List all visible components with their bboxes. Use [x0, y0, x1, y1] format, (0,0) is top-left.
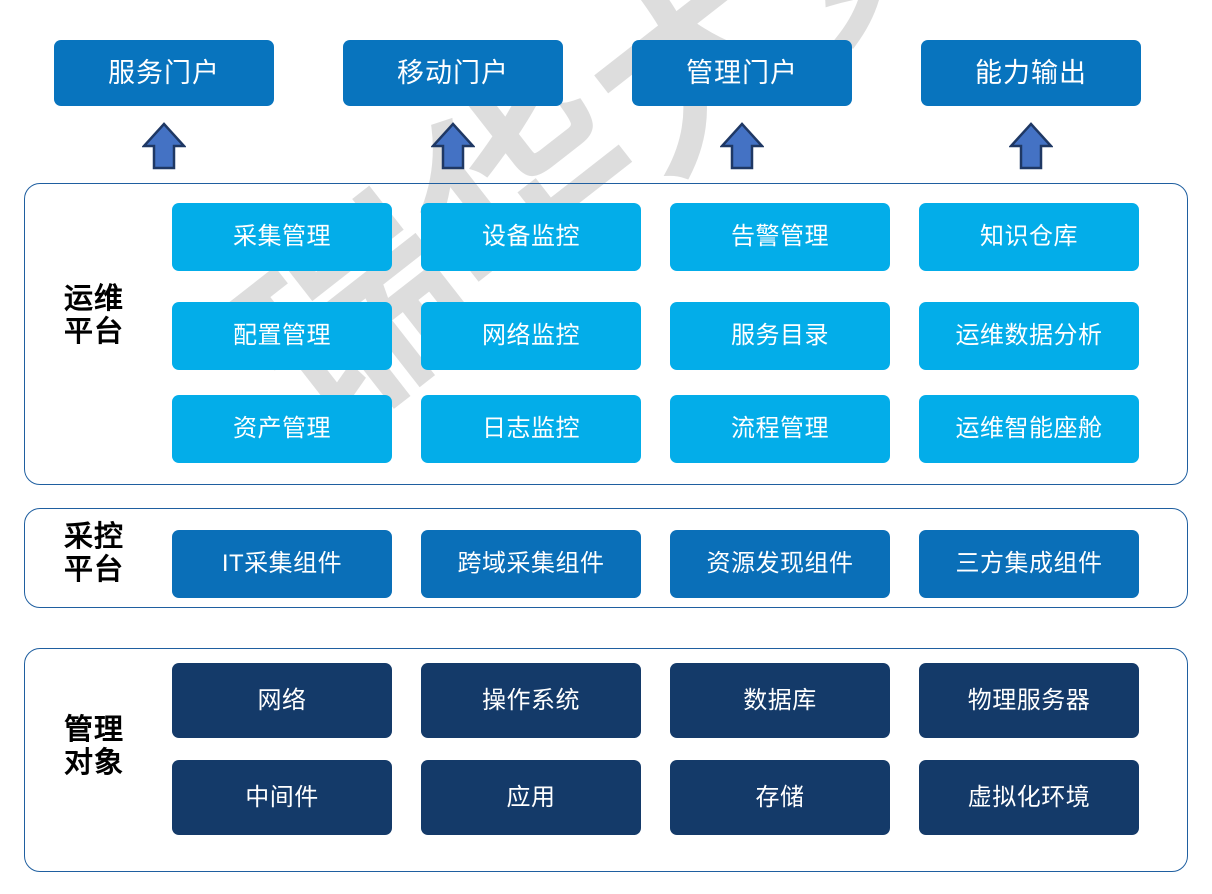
section-label-ops-platform: 运维 平台	[34, 283, 154, 350]
portal-box-management[interactable]: 管理门户	[632, 40, 852, 106]
portal-box-service[interactable]: 服务门户	[54, 40, 274, 106]
arrow-up-icon-1	[141, 122, 187, 170]
tile-ops-log-monitoring[interactable]: 日志监控	[421, 395, 641, 463]
arrow-up-icon-4	[1008, 122, 1054, 170]
tile-obj-operating-system[interactable]: 操作系统	[421, 663, 641, 738]
arrow-up-icon-3	[719, 122, 765, 170]
section-label-line: 管理	[63, 714, 124, 746]
arrow-row	[0, 122, 1212, 172]
tile-ops-alarm-management[interactable]: 告警管理	[670, 203, 890, 271]
tile-coll-resource-discovery[interactable]: 资源发现组件	[670, 530, 890, 598]
tile-obj-virtualized-environment[interactable]: 虚拟化环境	[919, 760, 1139, 835]
tile-obj-physical-server[interactable]: 物理服务器	[919, 663, 1139, 738]
tile-coll-it-collector[interactable]: IT采集组件	[172, 530, 392, 598]
portal-row: 服务门户 移动门户 管理门户 能力输出	[0, 40, 1212, 106]
section-label-line: 采控	[63, 521, 124, 553]
tile-ops-process-management[interactable]: 流程管理	[670, 395, 890, 463]
tile-obj-storage[interactable]: 存储	[670, 760, 890, 835]
section-label-managed-objects: 管理 对象	[34, 714, 154, 781]
section-label-line: 运维	[63, 283, 124, 315]
portal-box-capability[interactable]: 能力输出	[921, 40, 1141, 106]
portal-box-mobile[interactable]: 移动门户	[343, 40, 563, 106]
tile-ops-intelligent-cockpit[interactable]: 运维智能座舱	[919, 395, 1139, 463]
tile-ops-service-catalog[interactable]: 服务目录	[670, 302, 890, 370]
tile-obj-network[interactable]: 网络	[172, 663, 392, 738]
section-container-managed-objects	[24, 648, 1188, 872]
section-label-collection-platform: 采控 平台	[34, 521, 154, 588]
tile-ops-device-monitoring[interactable]: 设备监控	[421, 203, 641, 271]
tile-obj-middleware[interactable]: 中间件	[172, 760, 392, 835]
tile-coll-cross-domain-collector[interactable]: 跨域采集组件	[421, 530, 641, 598]
section-label-line: 平台	[63, 554, 124, 587]
section-container-collection-platform	[24, 508, 1188, 608]
tile-ops-network-monitoring[interactable]: 网络监控	[421, 302, 641, 370]
tile-ops-data-analysis[interactable]: 运维数据分析	[919, 302, 1139, 370]
arrow-up-icon-2	[430, 122, 476, 170]
tile-ops-config-management[interactable]: 配置管理	[172, 302, 392, 370]
tile-ops-collection-management[interactable]: 采集管理	[172, 203, 392, 271]
tile-coll-third-party-integration[interactable]: 三方集成组件	[919, 530, 1139, 598]
tile-obj-database[interactable]: 数据库	[670, 663, 890, 738]
section-label-line: 平台	[63, 316, 124, 349]
section-container-ops-platform	[24, 183, 1188, 485]
tile-obj-application[interactable]: 应用	[421, 760, 641, 835]
section-label-line: 对象	[63, 747, 124, 780]
tile-ops-knowledge-repository[interactable]: 知识仓库	[919, 203, 1139, 271]
tile-ops-asset-management[interactable]: 资产管理	[172, 395, 392, 463]
